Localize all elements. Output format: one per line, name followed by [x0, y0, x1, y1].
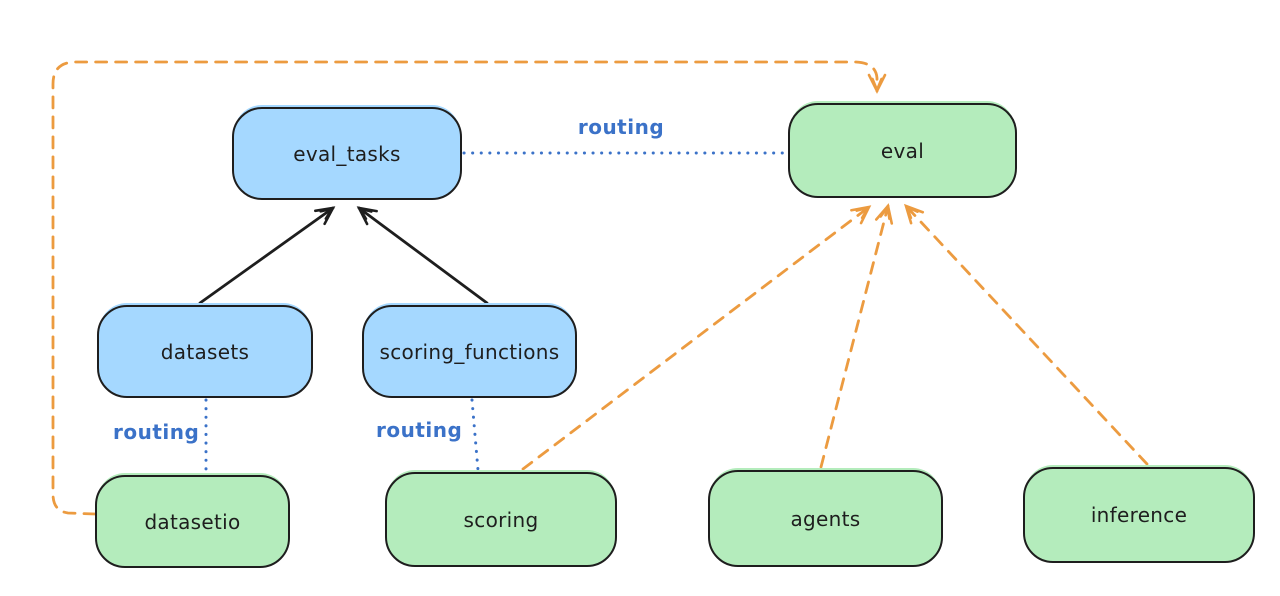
node-agents: agents	[708, 470, 943, 567]
node-eval: eval	[788, 103, 1017, 198]
edge-scoring-functions-to-scoring-routing	[470, 398, 480, 472]
node-eval-label: eval	[880, 138, 925, 163]
node-scoring-functions: scoring_functions	[362, 305, 577, 398]
edge-datasetio-to-eval-loop	[51, 60, 887, 516]
routing-label-datasets-datasetio: routing	[113, 420, 200, 444]
node-agents-label: agents	[790, 506, 861, 531]
node-scoring: scoring	[385, 472, 617, 567]
node-datasets-label: datasets	[160, 339, 250, 364]
node-eval-tasks: eval_tasks	[232, 107, 462, 200]
edge-agents-to-eval	[819, 203, 894, 469]
node-inference-label: inference	[1090, 503, 1188, 527]
routing-label-scoring-functions-scoring: routing	[376, 418, 463, 442]
node-datasetio: datasetio	[95, 475, 290, 568]
routing-label-eval-tasks-eval: routing	[577, 115, 665, 139]
edge-scoring-to-eval	[521, 205, 872, 471]
node-eval-tasks-label: eval_tasks	[293, 141, 401, 166]
node-datasets: datasets	[97, 305, 313, 398]
edge-inference-to-eval	[904, 203, 1149, 466]
node-inference: inference	[1023, 467, 1255, 563]
node-datasetio-label: datasetio	[144, 509, 241, 534]
edge-scoring-functions-to-eval-tasks	[356, 206, 489, 305]
node-scoring-label: scoring	[463, 507, 539, 532]
edge-datasets-to-eval-tasks	[198, 206, 336, 305]
node-scoring-functions-label: scoring_functions	[379, 339, 560, 364]
